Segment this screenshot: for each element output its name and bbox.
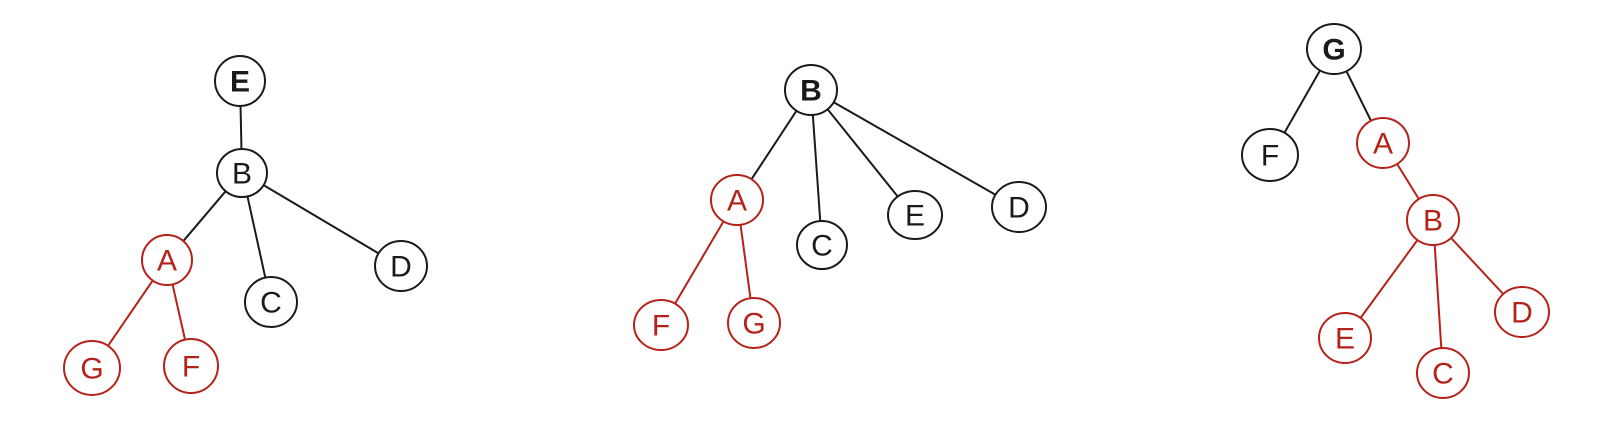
node-label-D: D (1511, 297, 1533, 330)
tree-edge-B-E (1358, 238, 1420, 320)
node-label-B: B (232, 158, 252, 191)
tree-edge-B-C (1433, 242, 1443, 351)
node-circle-B[interactable] (216, 148, 268, 198)
node-circle-E[interactable] (1318, 312, 1372, 364)
node-label-A: A (1373, 128, 1393, 161)
node-label-D: D (1008, 192, 1030, 225)
node-circle-E[interactable] (887, 190, 943, 240)
node-label-C: C (1432, 358, 1454, 391)
tree-edge-B-C (246, 194, 267, 280)
node-circle-D[interactable] (991, 181, 1047, 233)
node-label-B: B (800, 75, 822, 108)
tree-edge-E-B (239, 103, 243, 152)
tree-node-F[interactable]: F (1241, 128, 1299, 182)
tree-node-B[interactable]: B (216, 148, 268, 198)
tree-node-C[interactable]: C (244, 276, 298, 328)
tree-node-E[interactable]: E (214, 55, 266, 107)
edges-layer (106, 68, 1505, 351)
node-label-A: A (157, 245, 177, 278)
node-circle-A[interactable] (141, 234, 193, 286)
node-label-C: C (811, 230, 833, 263)
tree-node-B[interactable]: B (1406, 194, 1460, 246)
tree-edge-A-G (106, 278, 155, 348)
tree-edge-B-D (831, 100, 998, 197)
node-circle-E[interactable] (214, 55, 266, 107)
node-circle-B[interactable] (784, 64, 838, 116)
tree-node-A[interactable]: A (1356, 117, 1410, 169)
tree-edge-B-D (261, 183, 381, 255)
node-group-tree-right: G F A B E C D (1241, 23, 1550, 399)
tree-edge-G-F (1282, 68, 1322, 135)
node-label-B: B (1423, 205, 1443, 238)
node-circle-B[interactable] (1406, 194, 1460, 246)
node-circle-F[interactable] (163, 338, 219, 394)
node-label-A: A (727, 185, 747, 218)
nodes-layer: E B A C D G F B A C E D F G G F A B E C D (63, 23, 1550, 399)
node-group-tree-left: E B A C D G F (63, 55, 428, 396)
tree-node-C[interactable]: C (1416, 347, 1470, 399)
node-circle-A[interactable] (710, 174, 764, 226)
tree-edge-B-D (1449, 236, 1505, 296)
tree-edge-G-A (1345, 69, 1373, 123)
node-circle-F[interactable] (1241, 128, 1299, 182)
node-circle-G[interactable] (63, 340, 121, 396)
node-label-G: G (742, 308, 765, 341)
node-label-E: E (905, 200, 925, 233)
tree-node-E[interactable]: E (887, 190, 943, 240)
node-label-F: F (1261, 140, 1279, 173)
node-group-tree-middle: B A C E D F G (633, 64, 1047, 351)
tree-node-G[interactable]: G (727, 297, 781, 349)
tree-node-A[interactable]: A (141, 234, 193, 286)
node-label-F: F (652, 310, 670, 343)
node-label-E: E (230, 66, 250, 99)
tree-node-F[interactable]: F (163, 338, 219, 394)
tree-node-G[interactable]: G (1306, 23, 1362, 75)
tree-edge-A-G (739, 222, 752, 301)
node-circle-C[interactable] (244, 276, 298, 328)
tree-node-A[interactable]: A (710, 174, 764, 226)
tree-node-B[interactable]: B (784, 64, 838, 116)
tree-node-F[interactable]: F (633, 299, 689, 351)
tree-edge-B-A (749, 108, 799, 182)
node-circle-D[interactable] (1494, 286, 1550, 338)
node-label-F: F (182, 351, 200, 384)
tree-node-D[interactable]: D (991, 181, 1047, 233)
tree-node-C[interactable]: C (796, 220, 848, 270)
tree-node-E[interactable]: E (1318, 312, 1372, 364)
node-circle-C[interactable] (1416, 347, 1470, 399)
node-label-G: G (80, 353, 103, 386)
node-label-G: G (1322, 34, 1345, 67)
edge-group-tree-left (106, 103, 381, 348)
tree-edge-B-C (811, 112, 822, 224)
node-label-D: D (390, 251, 412, 284)
node-circle-F[interactable] (633, 299, 689, 351)
tree-node-D[interactable]: D (374, 240, 428, 292)
tree-edge-B-A (181, 189, 228, 243)
node-label-E: E (1335, 323, 1355, 356)
tree-node-G[interactable]: G (63, 340, 121, 396)
tree-edge-A-F (171, 282, 187, 342)
tree-edge-A-F (673, 219, 726, 306)
node-circle-C[interactable] (796, 220, 848, 270)
tree-edge-B-E (825, 107, 900, 199)
node-circle-G[interactable] (1306, 23, 1362, 75)
tree-edge-A-B (1395, 162, 1421, 201)
node-label-C: C (260, 287, 282, 320)
tree-node-D[interactable]: D (1494, 286, 1550, 338)
node-circle-A[interactable] (1356, 117, 1410, 169)
edge-group-tree-right (1282, 68, 1505, 351)
node-circle-D[interactable] (374, 240, 428, 292)
node-circle-G[interactable] (727, 297, 781, 349)
edge-group-tree-middle (673, 100, 998, 306)
